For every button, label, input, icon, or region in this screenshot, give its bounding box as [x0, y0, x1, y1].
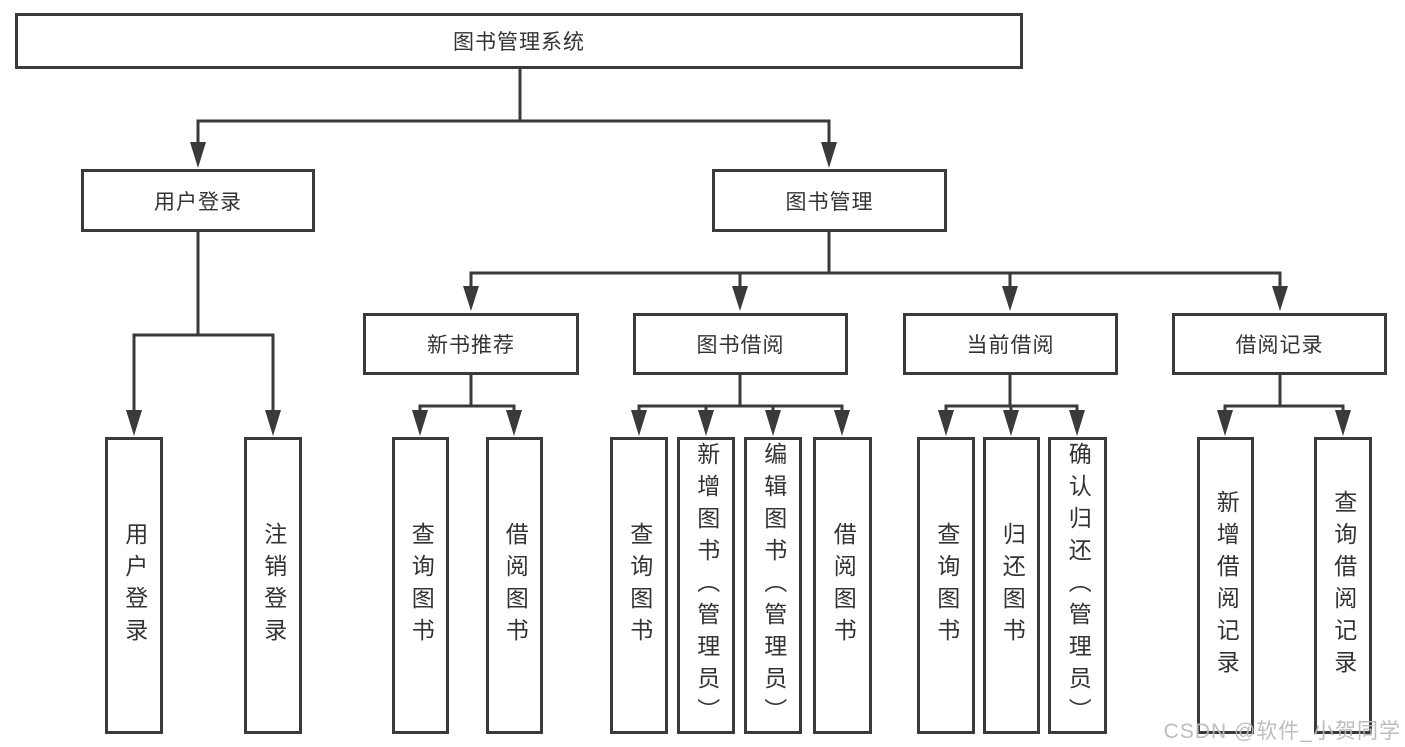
arrowhead — [938, 410, 954, 436]
leaf-return-books-label: 归还图书 — [999, 521, 1026, 650]
leaf-confirm-return-admin: 确认归还（管理员） — [1048, 437, 1107, 734]
node-user-login: 用户登录 — [81, 169, 315, 232]
node-book-borrow: 图书借阅 — [633, 313, 848, 375]
leaf-query-borrow-record: 查询借阅记录 — [1314, 437, 1372, 734]
arrowhead — [1002, 286, 1018, 311]
leaf-borrow-books-recommend-label: 借阅图书 — [502, 521, 529, 650]
arrowhead — [1335, 410, 1351, 436]
arrowhead — [463, 286, 479, 311]
arrowhead — [821, 142, 837, 168]
leaf-query-books: 查询图书 — [610, 437, 668, 734]
arrowhead — [265, 410, 281, 436]
leaf-query-books-recommend: 查询图书 — [392, 437, 449, 734]
node-new-book-recommend-label: 新书推荐 — [427, 334, 515, 357]
arrowhead — [190, 142, 206, 168]
leaf-confirm-return-admin-label: 确认归还（管理员） — [1065, 441, 1092, 730]
leaf-query-books-label: 查询图书 — [626, 521, 653, 650]
leaf-query-books-recommend-label: 查询图书 — [408, 521, 435, 650]
arrowhead — [1217, 410, 1233, 436]
leaf-edit-books-admin-label: 编辑图书（管理员） — [760, 441, 787, 730]
csdn-watermark: CSDN @软件_小贺同学 — [1163, 720, 1401, 743]
arrowhead — [412, 410, 428, 436]
leaf-logout: 注销登录 — [244, 437, 302, 734]
arrowhead — [126, 410, 142, 436]
node-book-management-label: 图书管理 — [785, 190, 874, 214]
arrowhead — [698, 410, 714, 436]
node-user-login-label: 用户登录 — [154, 190, 242, 214]
leaf-add-books-admin: 新增图书（管理员） — [677, 437, 735, 734]
leaf-user-login-label: 用户登录 — [121, 521, 148, 650]
leaf-borrow-books-recommend: 借阅图书 — [486, 437, 543, 734]
arrowhead — [1003, 410, 1019, 436]
arrowhead — [1069, 410, 1085, 436]
leaf-add-borrow-record-label: 新增借阅记录 — [1213, 489, 1240, 682]
node-new-book-recommend: 新书推荐 — [363, 313, 579, 375]
node-root: 图书管理系统 — [15, 13, 1023, 69]
leaf-query-books-current-label: 查询图书 — [933, 521, 960, 650]
node-book-borrow-label: 图书借阅 — [696, 334, 785, 357]
leaf-query-borrow-record-label: 查询借阅记录 — [1330, 489, 1357, 682]
node-borrow-records-label: 借阅记录 — [1235, 334, 1324, 357]
leaf-add-books-admin-label: 新增图书（管理员） — [693, 441, 720, 730]
leaf-borrow-books-label: 借阅图书 — [830, 521, 857, 650]
arrowhead — [631, 410, 647, 436]
leaf-borrow-books: 借阅图书 — [813, 437, 872, 734]
node-borrow-records: 借阅记录 — [1172, 313, 1387, 375]
arrowhead — [1272, 286, 1288, 311]
leaf-query-books-current: 查询图书 — [917, 437, 975, 734]
arrowhead — [834, 410, 850, 436]
leaf-return-books: 归还图书 — [983, 437, 1040, 734]
arrowhead — [732, 286, 748, 311]
node-current-borrow: 当前借阅 — [903, 313, 1118, 375]
leaf-user-login: 用户登录 — [105, 437, 163, 734]
node-book-management: 图书管理 — [712, 169, 947, 232]
arrowhead — [506, 410, 522, 436]
node-root-label: 图书管理系统 — [453, 31, 585, 54]
arrowhead — [765, 410, 781, 436]
node-current-borrow-label: 当前借阅 — [966, 334, 1055, 357]
leaf-add-borrow-record: 新增借阅记录 — [1197, 437, 1254, 734]
leaf-logout-label: 注销登录 — [260, 521, 287, 650]
leaf-edit-books-admin: 编辑图书（管理员） — [744, 437, 802, 734]
